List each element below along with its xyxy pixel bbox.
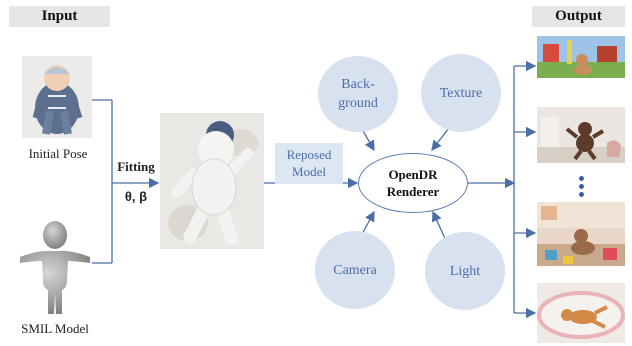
- initial-pose-photo: [22, 56, 92, 138]
- ellipsis-dot-1: [579, 176, 584, 181]
- texture-label: Texture: [439, 85, 483, 101]
- light-node: Light: [425, 232, 505, 310]
- fitting-label: Fitting: [117, 159, 155, 174]
- smil-model-label: SMIL Model: [21, 321, 89, 336]
- camera-node: Camera: [315, 231, 395, 309]
- fitted-model-image: [160, 113, 264, 249]
- input-header: Input: [9, 6, 110, 27]
- output-image-nursery: [537, 107, 625, 163]
- light-label: Light: [449, 263, 481, 279]
- initial-pose-label: Initial Pose: [28, 146, 88, 161]
- output-image-crib: [537, 283, 625, 343]
- opendr-renderer-node: OpenDR Renderer: [358, 153, 468, 213]
- texture-node: Texture: [421, 54, 501, 132]
- fitting-params: θ, β: [124, 189, 148, 204]
- background-label: Back- ground: [338, 77, 378, 111]
- camera-label: Camera: [333, 262, 377, 278]
- reposed-model-label: Reposed Model: [275, 143, 343, 184]
- ellipsis-dot-2: [579, 184, 584, 189]
- renderer-label: OpenDR Renderer: [386, 167, 440, 199]
- smil-model-render: [16, 218, 94, 318]
- ellipsis-dot-3: [579, 192, 584, 197]
- background-node: Back- ground: [318, 56, 398, 132]
- output-header: Output: [532, 6, 625, 27]
- output-image-playground: [537, 36, 625, 78]
- output-image-playroom: [537, 202, 625, 266]
